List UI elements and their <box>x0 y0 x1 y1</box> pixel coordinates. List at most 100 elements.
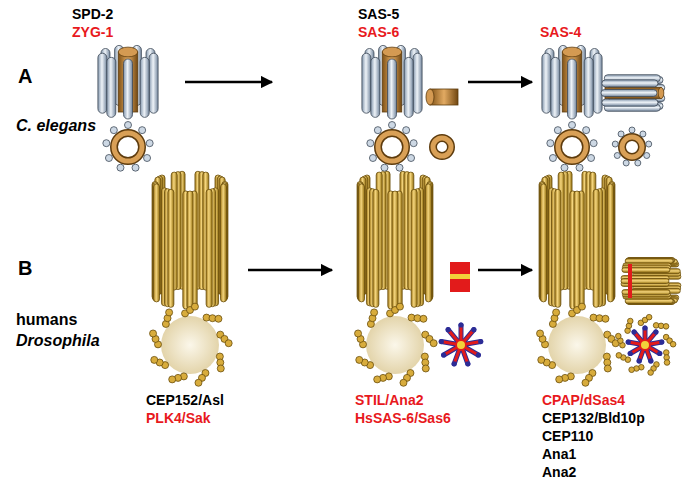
triplet-dot <box>538 356 545 363</box>
microtubule-dot <box>105 155 112 162</box>
protein-name: HsSAS-6/Sas6 <box>355 410 451 427</box>
microtubule <box>124 59 133 119</box>
microtubule <box>607 184 613 302</box>
microtubule <box>541 184 547 302</box>
microtubule <box>359 184 365 302</box>
triplet-dot <box>217 365 224 372</box>
centriole-figure <box>98 45 158 119</box>
microtubule-dot <box>547 140 554 147</box>
figure-part <box>622 137 642 157</box>
microtubule <box>413 53 422 113</box>
figure-part <box>378 133 406 161</box>
procentriole-tube <box>426 89 458 105</box>
triplet-dot <box>582 379 589 386</box>
microtubule-dot <box>629 127 635 133</box>
microtubule <box>220 184 226 302</box>
triplet-dot <box>151 356 158 363</box>
figure-part <box>637 358 642 363</box>
figure-part <box>450 274 470 279</box>
protein-name: CEP152/Asl <box>146 392 224 409</box>
triplet-dot <box>663 324 669 330</box>
figure-part <box>478 339 483 344</box>
triplet-dot <box>578 303 585 310</box>
cartwheel-side <box>450 262 470 292</box>
protein-name: SAS-5 <box>358 6 399 23</box>
cross-section <box>367 122 417 172</box>
triplet-dot <box>191 303 198 310</box>
figure-part <box>476 352 481 357</box>
figure-part <box>558 133 586 161</box>
microtubule-dot <box>403 127 410 134</box>
microtubule-dot <box>612 141 618 147</box>
triplet-dot <box>664 360 670 366</box>
microtubule-dot <box>374 127 381 134</box>
protein-name: SPD-2 <box>72 6 113 23</box>
figure-part <box>659 339 664 344</box>
microtubule <box>404 57 413 117</box>
panel-letter: A <box>18 64 32 88</box>
microtubule <box>593 189 599 307</box>
figure-part <box>114 133 142 161</box>
centriole-figure <box>539 171 615 309</box>
figure-part <box>114 133 142 161</box>
figure-part <box>452 361 457 366</box>
triplet-dot <box>422 365 429 372</box>
triplet-dot <box>430 340 437 347</box>
microtubule <box>602 80 658 87</box>
cross-section <box>433 138 451 156</box>
figure-part <box>465 361 470 366</box>
triplet-dot <box>629 367 635 373</box>
triplet-dot <box>371 309 378 316</box>
centriole-figure <box>152 171 228 309</box>
cartwheel <box>616 314 676 375</box>
microtubule-dot <box>590 140 597 147</box>
microtubule-dot <box>389 122 396 129</box>
figure-part <box>631 329 636 334</box>
cross-section <box>547 122 597 172</box>
microtubule <box>98 53 107 113</box>
microtubule <box>107 57 116 117</box>
triplet-dot <box>374 376 381 383</box>
microtubule <box>373 189 379 307</box>
triplet-dot <box>166 309 173 316</box>
microtubule <box>626 299 674 304</box>
microtubule <box>411 189 417 307</box>
triplet-dot <box>616 353 622 359</box>
figure-part <box>161 316 219 374</box>
stage-arrow <box>468 81 532 84</box>
figure-part <box>657 351 662 356</box>
triplet-dot <box>648 370 654 376</box>
triplet-dot <box>215 315 222 322</box>
centriole-figure <box>357 171 433 309</box>
centriole-figure <box>621 258 681 305</box>
figure-part <box>628 351 633 356</box>
cartwheel <box>439 322 484 366</box>
figure-part <box>648 358 653 363</box>
microtubule <box>551 57 560 117</box>
microtubule-dot <box>132 164 139 171</box>
figure-part <box>640 340 650 350</box>
cross-section <box>103 122 153 172</box>
central-tube-end <box>658 87 664 98</box>
microtubule-dot <box>561 164 568 171</box>
microtubule <box>154 184 160 302</box>
microtubule-dot <box>396 164 403 171</box>
microtubule-dot <box>367 140 374 147</box>
stage-arrow <box>185 81 272 84</box>
triplet-dot <box>169 376 176 383</box>
microtubule <box>593 53 602 113</box>
microtubule <box>168 189 174 307</box>
protein-name: STIL/Ana2 <box>355 392 423 409</box>
figure-part <box>433 138 451 156</box>
microtubule-dot <box>640 131 646 137</box>
triplet-dot <box>627 318 633 324</box>
protein-name: PLK4/Sak <box>146 410 211 427</box>
microtubule-dot <box>408 155 415 162</box>
figure-part <box>471 327 476 332</box>
microtubule-dot <box>588 155 595 162</box>
microtubule-dot <box>125 122 132 129</box>
figure-part <box>450 262 470 292</box>
triplet-dot <box>396 303 403 310</box>
microtubule-dot <box>139 127 146 134</box>
